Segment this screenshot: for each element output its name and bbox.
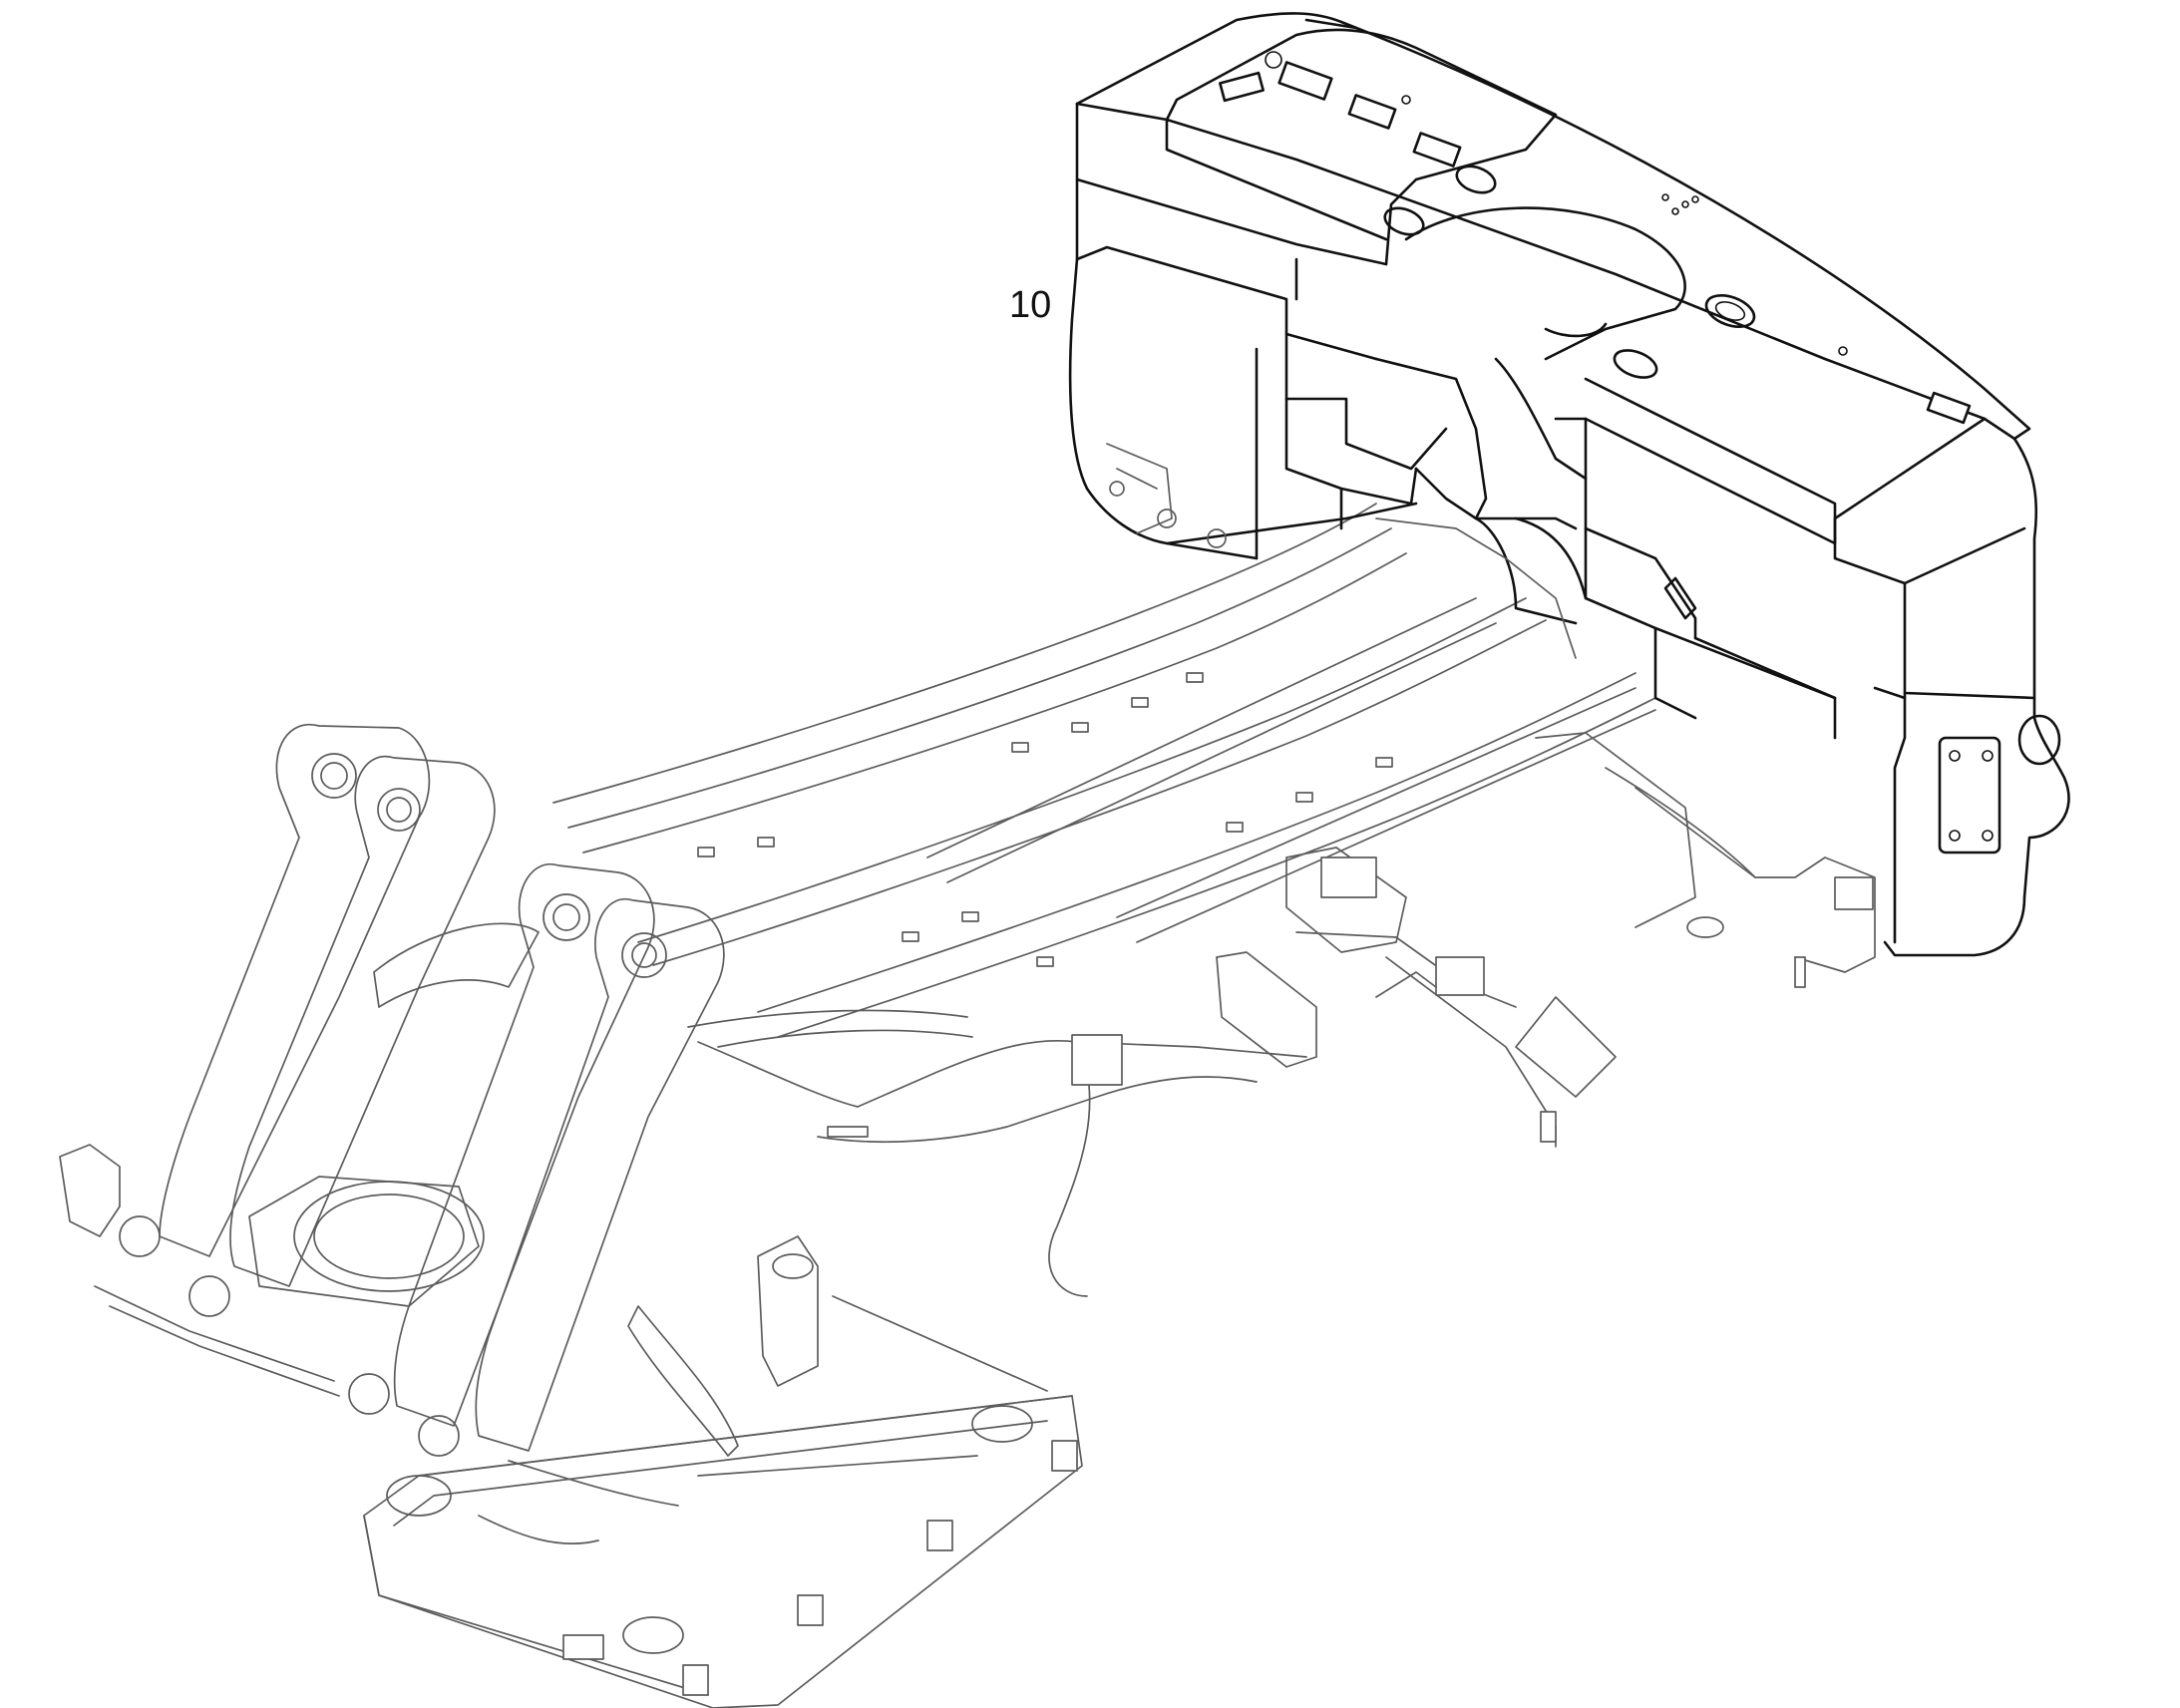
front-left-bracket — [59, 1144, 340, 1397]
counterweight — [1068, 12, 2070, 957]
side-deck-rails — [552, 503, 1656, 1038]
cab-floor-frame — [363, 1235, 1083, 1708]
upper-frame — [59, 503, 1876, 1708]
callout-10: 10 — [1009, 284, 1051, 326]
rear-right-structure — [1285, 732, 1876, 1148]
swing-bearing-seat — [248, 1176, 485, 1307]
center-body-skin — [697, 951, 1317, 1297]
boom-foot-towers — [119, 723, 973, 1457]
callout-label: 10 — [1009, 284, 1051, 326]
